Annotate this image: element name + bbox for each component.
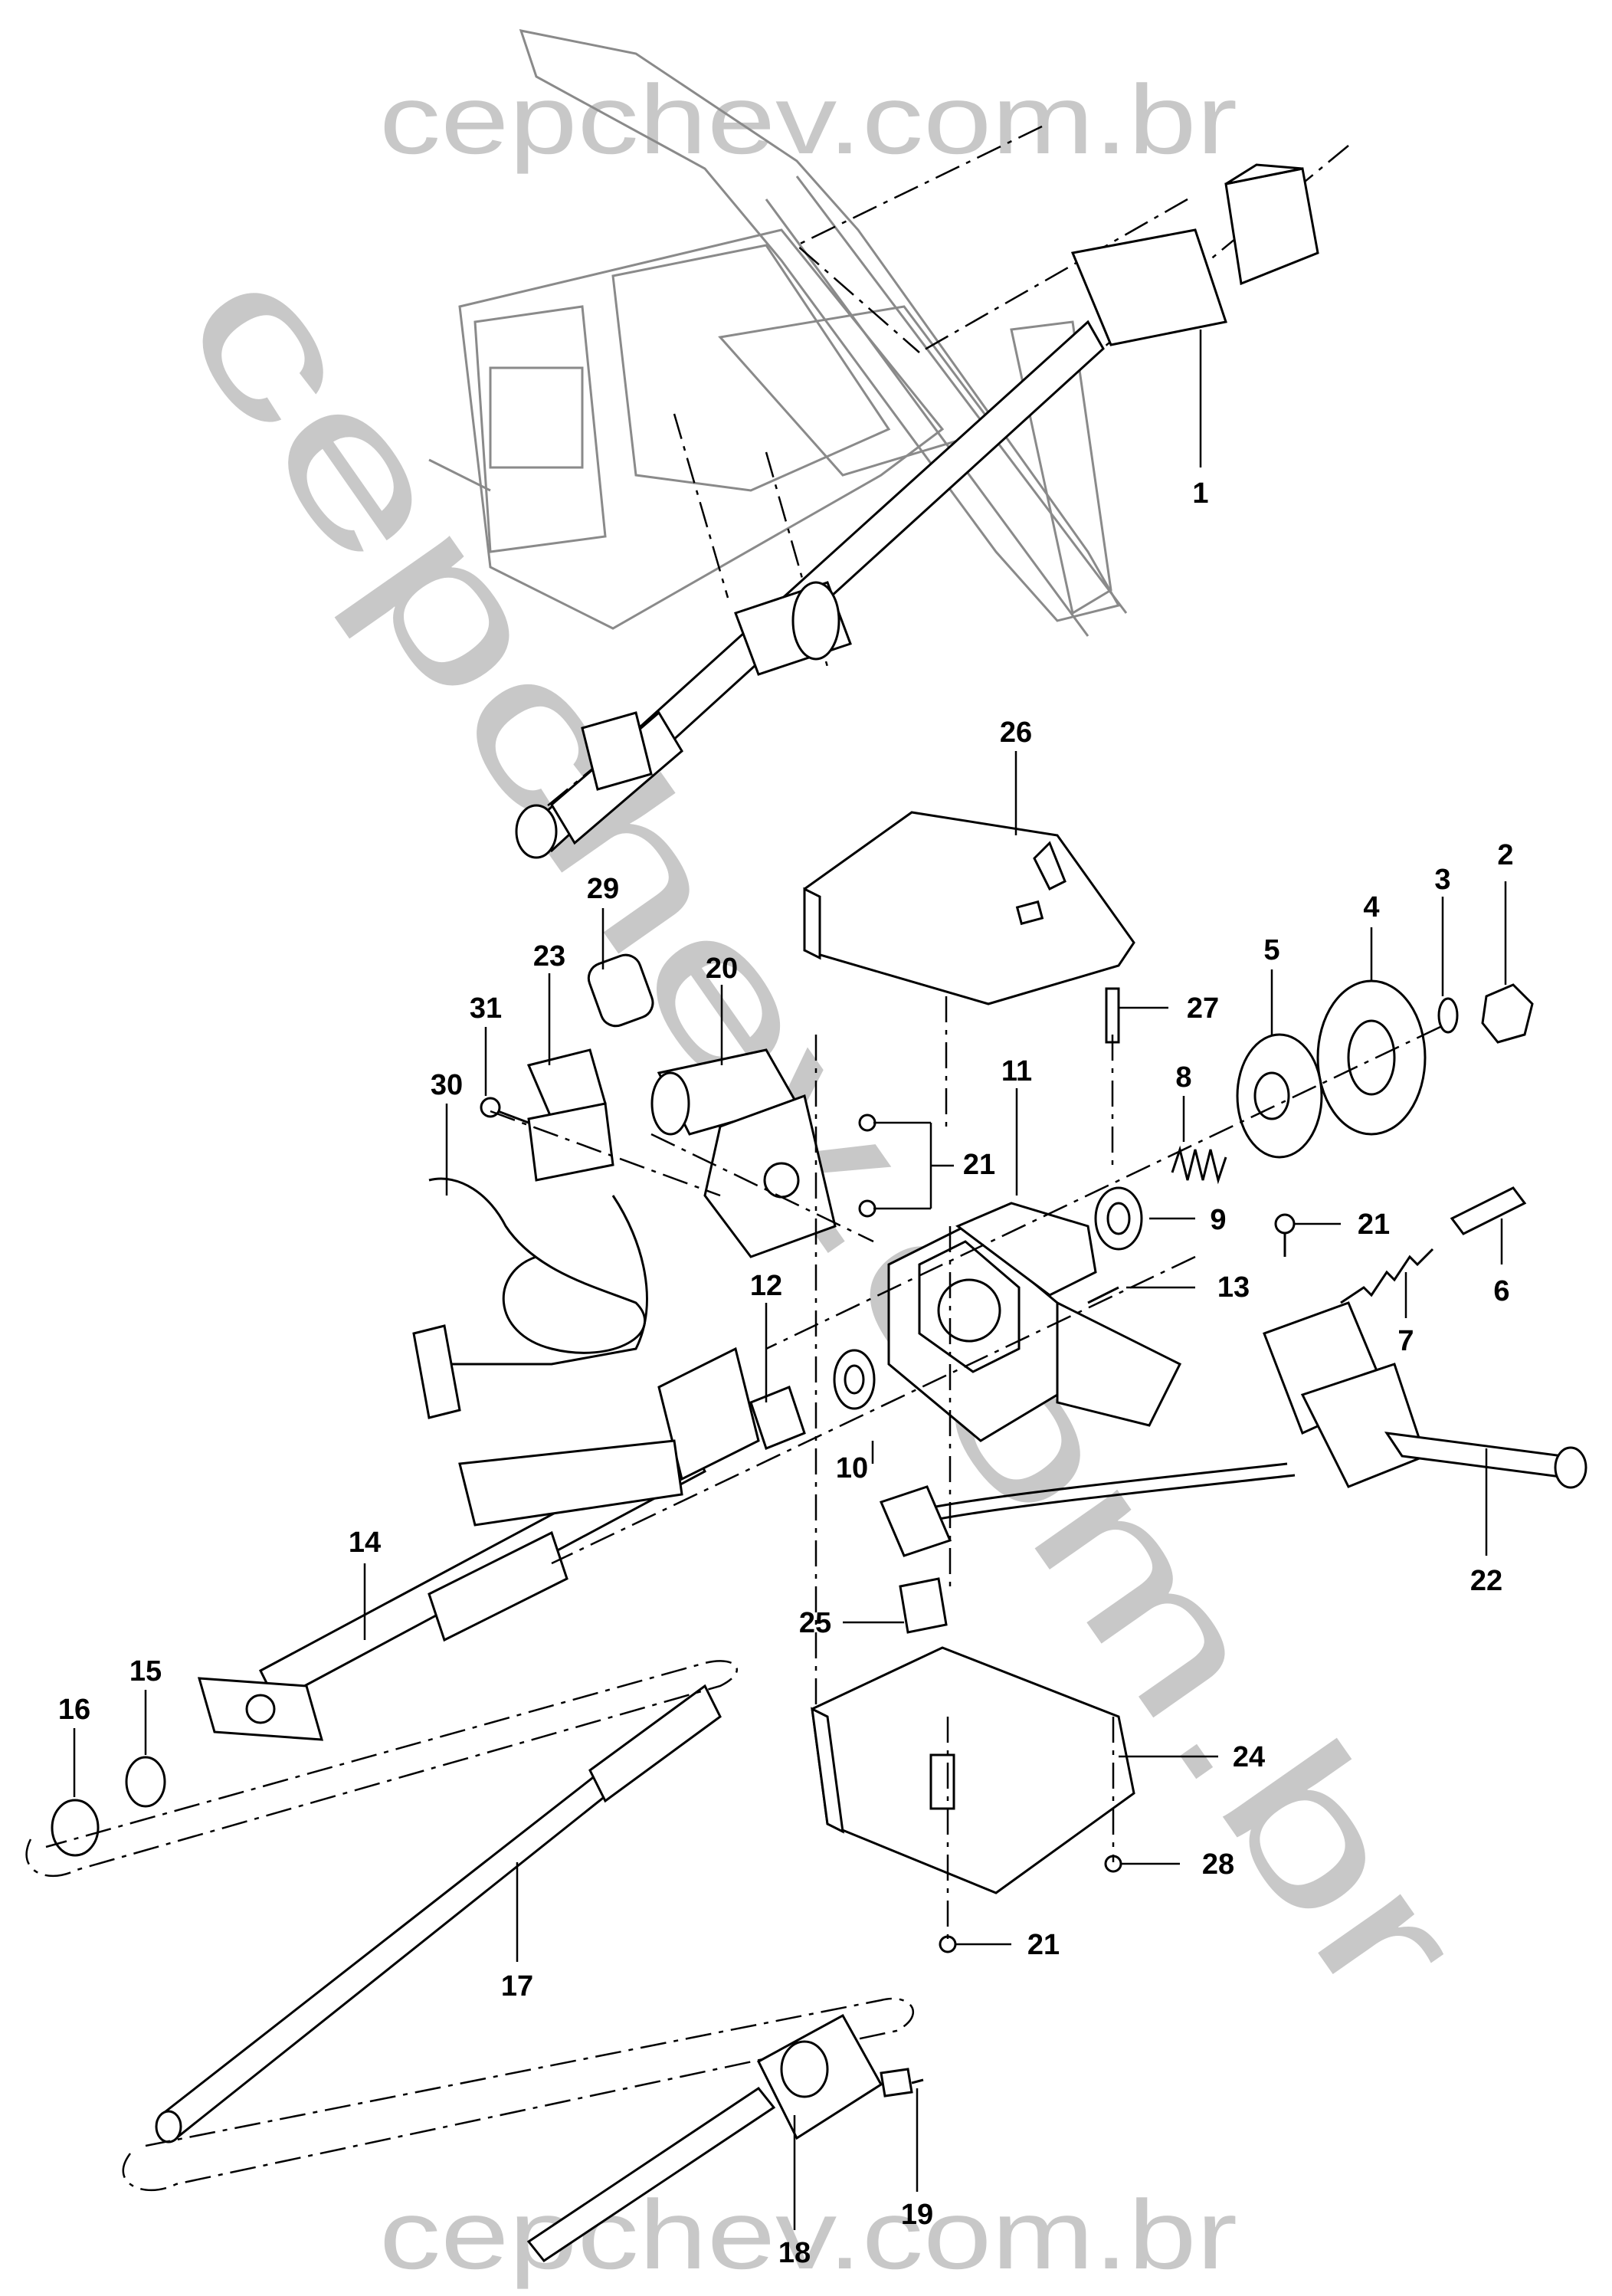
callout-25: 25	[799, 1607, 831, 1639]
callout-21: 21	[1027, 1929, 1060, 1961]
guide-line	[673, 413, 729, 599]
callout-13: 13	[1217, 1271, 1250, 1304]
callout-5: 5	[1263, 934, 1279, 966]
washer-3	[1437, 997, 1459, 1034]
wiring-harness	[412, 1177, 648, 1419]
lock-plate-4	[1316, 979, 1427, 1136]
callout-16: 16	[58, 1694, 90, 1726]
intermediate-shaft	[526, 2013, 883, 2263]
callout-31: 31	[470, 992, 502, 1025]
watermark-top: cepchev.com.br	[379, 65, 1237, 175]
leader-lines	[73, 330, 1507, 2230]
callout-24: 24	[1233, 1741, 1265, 1773]
guide-line	[650, 1133, 874, 1243]
column-jacket	[197, 1346, 760, 1741]
callout-8: 8	[1175, 1061, 1191, 1094]
guide-line	[795, 125, 1043, 353]
spring-7	[1340, 1248, 1434, 1304]
callout-10: 10	[836, 1452, 868, 1484]
guide-line	[551, 1255, 1196, 1565]
guide-line	[765, 1025, 1441, 1350]
callout-12: 12	[750, 1270, 782, 1302]
connector-25	[899, 1577, 948, 1634]
watermark-bottom: cepchev.com.br	[379, 2180, 1237, 2290]
callout-23: 23	[533, 940, 565, 973]
callout-27: 27	[1187, 992, 1219, 1025]
callout-19: 19	[901, 2199, 933, 2231]
spring-8	[1171, 1145, 1227, 1185]
dash-loop	[25, 1660, 738, 1878]
callout-22: 22	[1470, 1565, 1502, 1597]
callout-4: 4	[1363, 891, 1379, 923]
callout-1: 1	[1192, 477, 1208, 510]
callout-3: 3	[1434, 864, 1450, 896]
bushing-15	[125, 1756, 166, 1808]
callout-17: 17	[501, 1970, 533, 2002]
upper-shroud	[803, 811, 1135, 1005]
callout-28: 28	[1202, 1848, 1234, 1881]
lock-housing	[650, 1048, 837, 1258]
bearing-10	[833, 1349, 876, 1410]
callout-21: 21	[1358, 1209, 1390, 1241]
callout-14: 14	[349, 1527, 381, 1559]
callout-7: 7	[1397, 1325, 1414, 1357]
callout-21: 21	[963, 1149, 995, 1181]
steering-column-assembly	[515, 163, 1319, 859]
callout-18: 18	[778, 2237, 811, 2269]
screw-31	[480, 1097, 529, 1124]
lower-shroud	[811, 1646, 1135, 1894]
guide-line	[919, 198, 1188, 354]
screw-21	[858, 1114, 1296, 1953]
callout-9: 9	[1210, 1204, 1226, 1236]
callout-11: 11	[1001, 1055, 1032, 1087]
lock-cylinder	[587, 953, 654, 1028]
callouts: 1 2 3 4 5 6 7 8 9 10 11 12 13 14 15 16 1…	[58, 477, 1514, 2269]
callout-6: 6	[1493, 1275, 1509, 1307]
vehicle-frame-ghost	[428, 29, 1128, 637]
bearing-9	[1094, 1186, 1143, 1251]
callout-26: 26	[1000, 717, 1032, 749]
callout-20: 20	[706, 953, 738, 985]
callout-30: 30	[431, 1069, 463, 1101]
callout-15: 15	[129, 1655, 162, 1688]
guide-line	[490, 1110, 721, 1197]
nut-2	[1481, 983, 1534, 1044]
ignition-switch	[526, 1048, 614, 1182]
callout-2: 2	[1497, 839, 1513, 871]
steering-shaft	[155, 1684, 722, 2143]
column-housing	[887, 1202, 1182, 1442]
lever-knob-6	[1450, 1186, 1527, 1235]
screw-13	[1087, 1286, 1119, 1304]
turn-signal-switch	[879, 1301, 1587, 1557]
bushing-12	[749, 1386, 806, 1450]
pin-27	[1105, 987, 1120, 1044]
cancel-cam-5	[1236, 1033, 1323, 1159]
callout-29: 29	[587, 873, 619, 905]
dash-loop	[122, 1997, 914, 2191]
bearing-16	[51, 1799, 100, 1857]
bolt-19	[880, 2068, 924, 2098]
